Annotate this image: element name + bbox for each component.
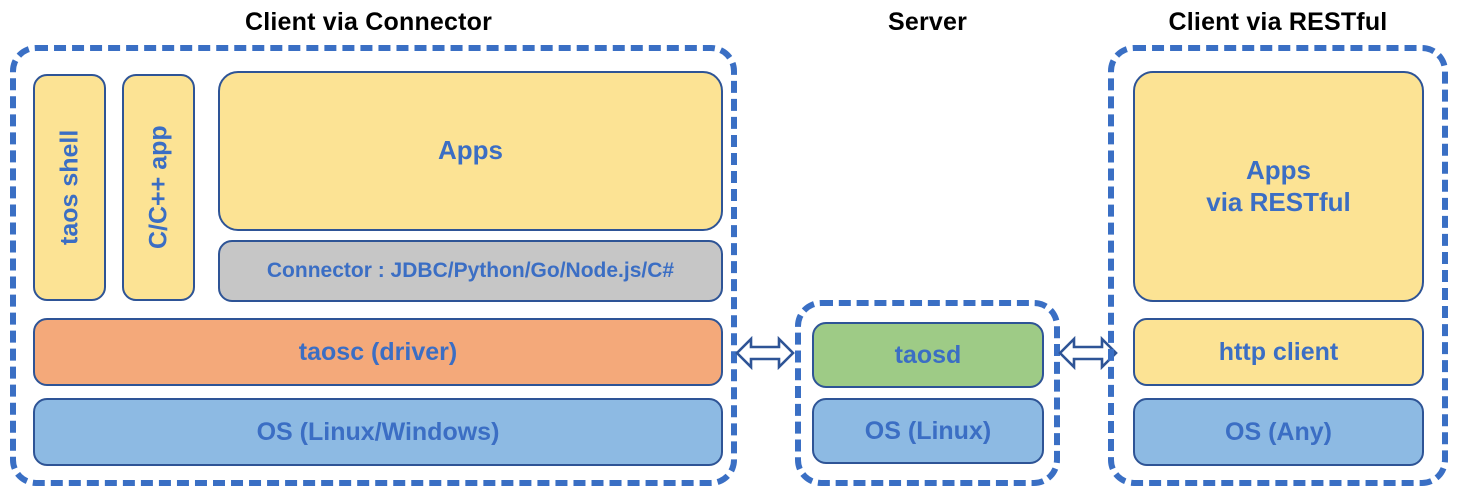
apps-restful-line-1: Apps <box>1246 154 1311 185</box>
section-title-client-connector: Client via Connector <box>244 8 493 36</box>
box-taosd[interactable]: taosd <box>812 322 1044 388</box>
box-os-any[interactable]: OS (Any) <box>1133 398 1424 466</box>
panel-client-via-connector <box>10 45 737 486</box>
panel-client-via-restful <box>1108 45 1448 486</box>
box-c-cpp-app[interactable]: C/C++ app <box>122 74 195 301</box>
box-taosc-driver[interactable]: taosc (driver) <box>33 318 723 386</box>
box-os-linux-windows[interactable]: OS (Linux/Windows) <box>33 398 723 466</box>
box-http-client[interactable]: http client <box>1133 318 1424 386</box>
section-title-server: Server <box>887 8 968 36</box>
apps-restful-line-2: via RESTful <box>1206 186 1351 217</box>
box-connector[interactable]: Connector : JDBC/Python/Go/Node.js/C# <box>218 240 723 302</box>
box-os-linux[interactable]: OS (Linux) <box>812 398 1044 464</box>
arrow-server-to-restful <box>1058 330 1118 376</box>
box-apps-via-restful[interactable]: Apps via RESTful <box>1133 71 1424 302</box>
section-title-client-restful: Client via RESTful <box>1168 8 1388 36</box>
panel-server <box>795 300 1060 486</box>
box-taos-shell[interactable]: taos shell <box>33 74 106 301</box>
arrow-connector-to-server <box>735 330 795 376</box>
box-apps[interactable]: Apps <box>218 71 723 231</box>
